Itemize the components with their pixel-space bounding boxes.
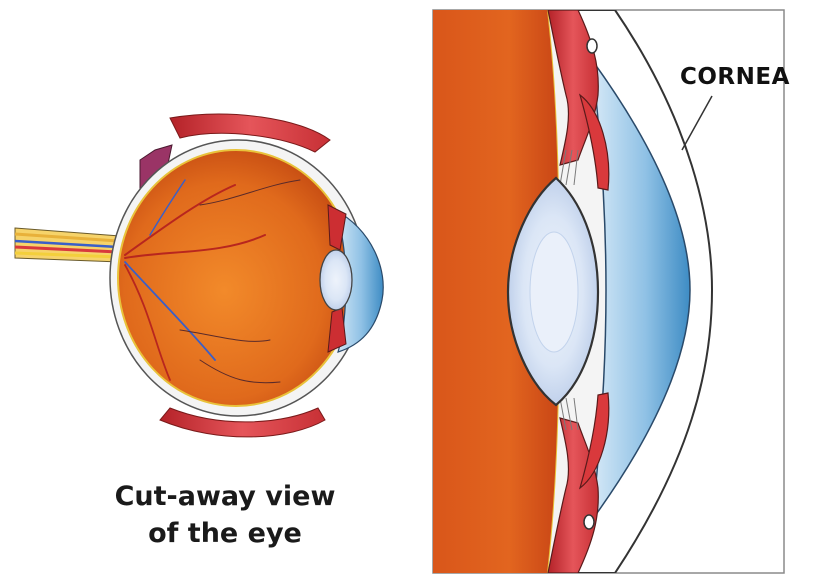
cornea-label: CORNEA (680, 64, 790, 90)
small-eye-illustration (15, 114, 383, 437)
canal-top (587, 39, 597, 53)
caption-line-2: of the eye (60, 515, 390, 552)
caption-line-1: Cut-away view (60, 478, 390, 515)
zoom-panel (433, 10, 784, 573)
canal-bottom (584, 515, 594, 529)
eyeball (118, 150, 354, 406)
small-lens (320, 250, 352, 310)
diagram-caption: Cut-away view of the eye (60, 478, 390, 552)
